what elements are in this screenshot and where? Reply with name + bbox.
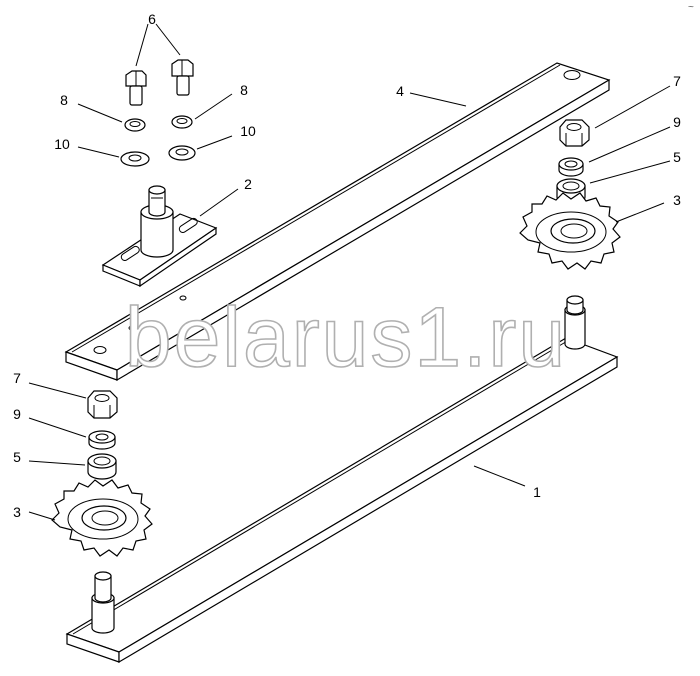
callout-3-right: 3 [673, 192, 681, 208]
watermark: belarus1.ru [125, 290, 567, 384]
bolt-part-6-right [171, 59, 194, 96]
callout-4: 4 [396, 83, 404, 99]
callout-7-right: 7 [673, 73, 681, 89]
nut-part-7-right [559, 119, 590, 147]
flat-washer-part-10-left [120, 151, 150, 167]
nut-part-7-left [87, 390, 118, 419]
pin-right [564, 295, 586, 350]
strip-bar-part-1 [65, 337, 619, 664]
spring-washer-part-8-right [171, 115, 193, 129]
bolt-part-6-left [125, 70, 147, 106]
callout-7-left: 7 [13, 370, 21, 386]
callout-3-left: 3 [13, 504, 21, 520]
callout-5-right: 5 [673, 149, 681, 165]
callout-9-right: 9 [673, 114, 681, 130]
washer-part-9-right [558, 157, 584, 177]
callout-2: 2 [244, 176, 252, 192]
callout-6: 6 [148, 11, 156, 27]
bushing-part-5-left [87, 453, 117, 480]
callout-8-right: 8 [240, 82, 248, 98]
callout-10-right: 10 [240, 123, 256, 139]
sprocket-part-3-right [519, 192, 621, 270]
bracket-part-2 [101, 185, 218, 288]
callout-labels: 6 8 8 10 10 2 4 7 9 5 3 7 9 5 3 1 [13, 11, 681, 520]
leader-lines [28, 23, 671, 521]
callout-10-left: 10 [54, 136, 70, 152]
callout-8-left: 8 [60, 92, 68, 108]
pin-left [91, 571, 115, 634]
callout-5-left: 5 [13, 449, 21, 465]
washer-part-9-left [88, 430, 116, 450]
flat-washer-part-10-right [168, 145, 196, 161]
callout-9-left: 9 [13, 406, 21, 422]
sprocket-part-3-left [51, 479, 153, 557]
corner-mark: ~ [688, 2, 694, 13]
callout-1: 1 [533, 484, 541, 500]
spring-washer-part-8-left [124, 118, 146, 132]
strip-bar-part-4 [64, 62, 611, 382]
